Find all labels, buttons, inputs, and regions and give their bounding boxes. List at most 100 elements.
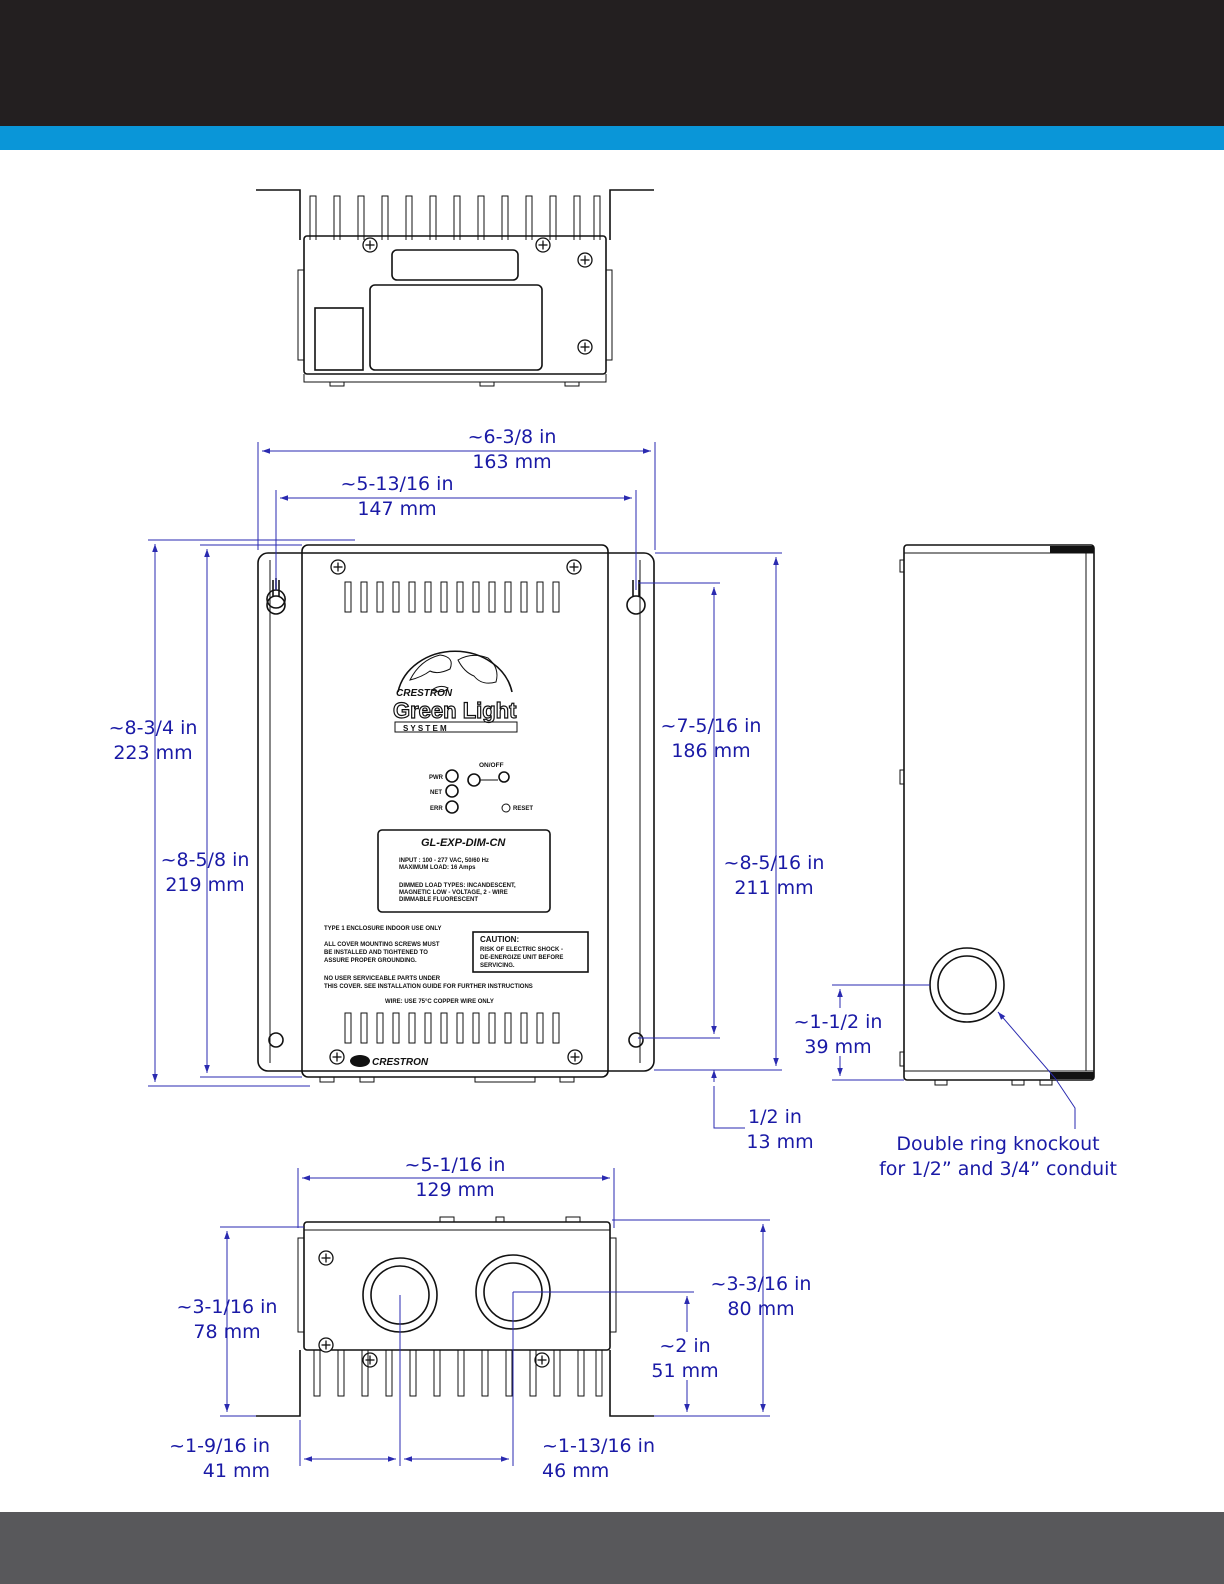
screw-icon <box>534 1352 550 1368</box>
footer-bar <box>0 1512 1224 1584</box>
side-knockout-outer <box>929 947 1005 1023</box>
bottom-width-mm: 129 mm <box>415 1179 494 1201</box>
knockout-left-offset-mm: 41 mm <box>203 1460 270 1482</box>
knockout-height-mm: 39 mm <box>804 1036 871 1058</box>
knockout-spacing-mm: 46 mm <box>542 1460 609 1482</box>
knockout-height-in: ~1-1/2 in <box>794 1011 883 1033</box>
enclosure-height-in: ~8-5/8 in <box>161 849 250 871</box>
keyhole-right <box>626 595 646 615</box>
svg-text:MAXIMUM LOAD: 16 Amps: MAXIMUM LOAD: 16 Amps <box>399 865 476 871</box>
callout-line-2: for 1/2” and 3/4” conduit <box>879 1158 1117 1180</box>
bottom-view <box>256 1216 654 1417</box>
svg-text:S Y S T E M: S Y S T E M <box>403 724 447 733</box>
knockout-left-offset-in: ~1-9/16 in <box>169 1435 270 1457</box>
screw-icon <box>362 237 378 253</box>
side-body <box>903 544 1095 1081</box>
screw-icon <box>318 1250 334 1266</box>
crestron-logo-icon <box>350 1055 370 1067</box>
pwr-led <box>445 769 459 783</box>
bottom-offset-mm: 13 mm <box>746 1131 813 1153</box>
top-view-body <box>303 235 607 375</box>
bottom-offset-in: 1/2 in <box>748 1106 802 1128</box>
overall-height-mm: 223 mm <box>113 742 192 764</box>
screw-icon <box>567 1049 583 1065</box>
hole-spacing-mm: 147 mm <box>357 498 436 520</box>
dimension-labels: ~6-3/8 in 163 mm ~5-13/16 in 147 mm ~8-3… <box>109 426 1117 1482</box>
onoff-button-left <box>467 773 481 787</box>
screw-icon <box>577 339 593 355</box>
keyhole-left <box>266 578 286 609</box>
bottom-depth-left-in: ~3-1/16 in <box>177 1296 278 1318</box>
svg-text:GL-EXP-DIM-CN: GL-EXP-DIM-CN <box>421 837 506 849</box>
top-view <box>256 189 654 387</box>
side-height-in: ~8-5/16 in <box>724 852 825 874</box>
screw-icon <box>329 1049 345 1065</box>
mount-hole <box>628 1032 644 1048</box>
bottom-body <box>303 1221 611 1351</box>
accent-band <box>0 126 1224 150</box>
bottom-depth-left-mm: 78 mm <box>193 1321 260 1343</box>
header-bar <box>0 0 1224 126</box>
front-cover <box>301 544 609 1078</box>
knockout-depth-mm: 51 mm <box>651 1360 718 1382</box>
top-view-port <box>314 307 364 371</box>
bottom-view-fins <box>313 1350 603 1397</box>
svg-text:BE INSTALLED AND TIGHTENED TO: BE INSTALLED AND TIGHTENED TO <box>324 950 428 956</box>
mounting-plate <box>257 552 655 1072</box>
svg-text:ASSURE PROPER GROUNDING.: ASSURE PROPER GROUNDING. <box>324 958 417 964</box>
hole-vertical-mm: 186 mm <box>671 740 750 762</box>
err-led <box>445 800 459 814</box>
bottom-width-in: ~5-1/16 in <box>405 1154 506 1176</box>
bottom-depth-right-mm: 80 mm <box>727 1298 794 1320</box>
side-height-mm: 211 mm <box>734 877 813 899</box>
top-vents <box>344 581 560 613</box>
svg-text:CRESTRON: CRESTRON <box>372 1057 429 1068</box>
svg-text:ALL COVER MOUNTING SCREWS MUST: ALL COVER MOUNTING SCREWS MUST <box>324 942 440 948</box>
reset-button <box>501 803 511 813</box>
svg-text:CRESTRON: CRESTRON <box>396 688 453 699</box>
overall-height-in: ~8-3/4 in <box>109 717 198 739</box>
svg-text:DIMMED LOAD TYPES: INCANDESCEN: DIMMED LOAD TYPES: INCANDESCENT, <box>399 883 516 889</box>
callout-line-1: Double ring knockout <box>896 1133 1099 1155</box>
net-led <box>445 784 459 798</box>
screw-icon <box>577 252 593 268</box>
mount-hole <box>268 1032 284 1048</box>
hole-vertical-in: ~7-5/16 in <box>661 715 762 737</box>
top-view-label-panel <box>391 249 519 281</box>
top-view-connector-panel <box>369 284 543 371</box>
screw-icon <box>535 237 551 253</box>
caution-box <box>472 931 589 973</box>
overall-width-in: ~6-3/8 in <box>468 426 557 448</box>
svg-text:ERR: ERR <box>430 806 443 812</box>
svg-text:SERVICING.: SERVICING. <box>480 963 515 969</box>
svg-text:CAUTION:: CAUTION: <box>480 935 519 944</box>
svg-text:RESET: RESET <box>513 806 533 812</box>
svg-text:DIMMABLE FLUORESCENT: DIMMABLE FLUORESCENT <box>399 897 478 903</box>
screw-icon <box>330 559 346 575</box>
dimension-lines <box>148 442 1076 1466</box>
top-view-fins <box>309 195 601 240</box>
screw-icon <box>362 1352 378 1368</box>
svg-text:ON/OFF: ON/OFF <box>479 762 504 769</box>
svg-text:WIRE: USE 75°C COPPER WIRE ONL: WIRE: USE 75°C COPPER WIRE ONLY <box>385 999 494 1005</box>
screw-icon <box>318 1337 334 1353</box>
onoff-button-right <box>498 771 510 783</box>
svg-text:PWR: PWR <box>429 775 444 781</box>
svg-text:NO USER SERVICEABLE PARTS UNDE: NO USER SERVICEABLE PARTS UNDER <box>324 976 441 982</box>
bottom-depth-right-in: ~3-3/16 in <box>711 1273 812 1295</box>
enclosure-height-mm: 219 mm <box>165 874 244 896</box>
side-fin-bottom <box>1050 1072 1094 1079</box>
status-leds: ON/OFF PWR NET ERR RESET <box>429 762 533 814</box>
knockout-spacing-in: ~1-13/16 in <box>542 1435 655 1457</box>
hole-spacing-in: ~5-13/16 in <box>341 473 454 495</box>
svg-text:MAGNETIC LOW - VOLTAGE, 2 - WI: MAGNETIC LOW - VOLTAGE, 2 - WIRE <box>399 890 508 896</box>
knockout-depth-in: ~2 in <box>659 1335 710 1357</box>
bottom-vents <box>344 1012 560 1044</box>
green-light-logo: CRESTRON Green Light S Y S T E M <box>392 650 518 733</box>
screw-icon <box>566 559 582 575</box>
svg-text:RISK OF ELECTRIC SHOCK -: RISK OF ELECTRIC SHOCK - <box>480 947 563 953</box>
front-view: CRESTRON Green Light S Y S T E M ON/OFF … <box>257 544 655 1083</box>
svg-text:Green Light: Green Light <box>393 698 517 723</box>
svg-text:TYPE 1 ENCLOSURE INDOOR USE ON: TYPE 1 ENCLOSURE INDOOR USE ONLY <box>324 926 441 932</box>
